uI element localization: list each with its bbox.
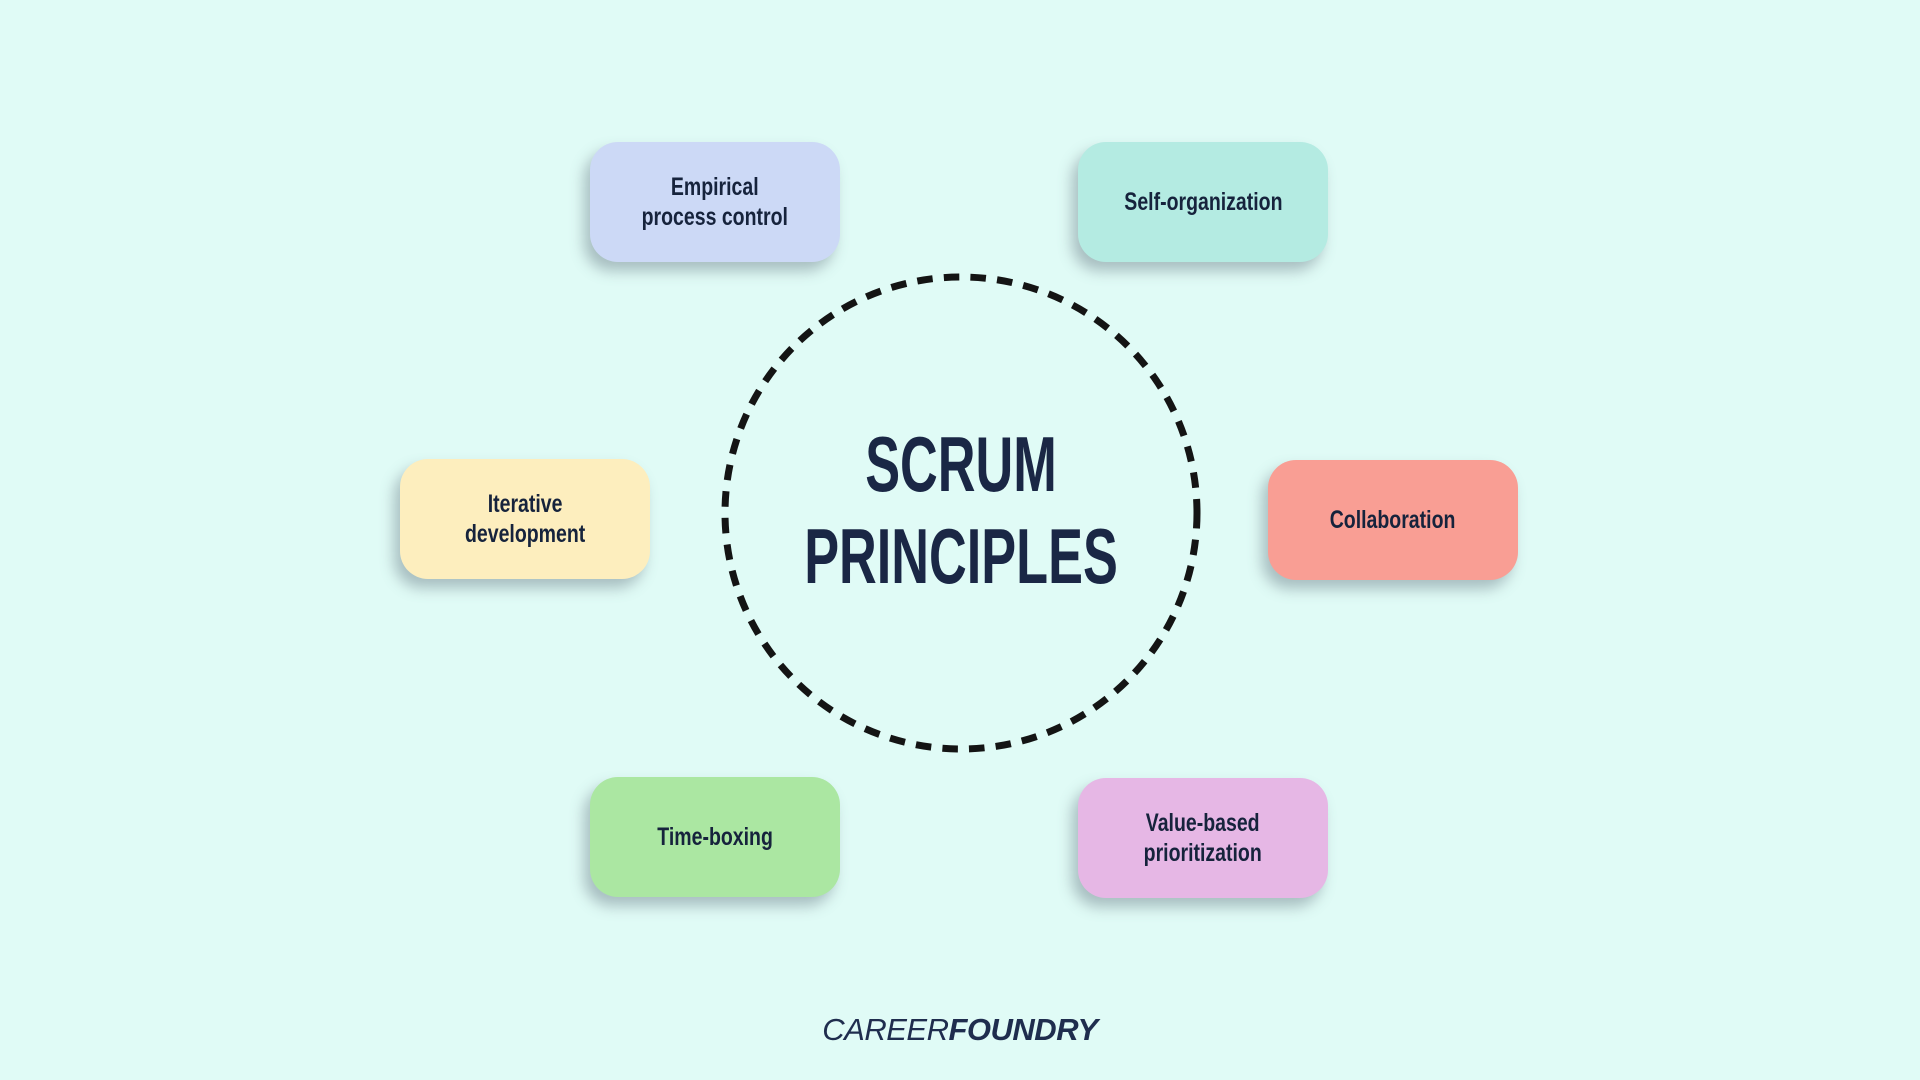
principle-label-time-boxing: Time-boxing bbox=[657, 823, 773, 851]
brand-career-wordmark: CAREER bbox=[822, 1012, 949, 1047]
principle-label-collaboration: Collaboration bbox=[1330, 506, 1456, 534]
dashed-circle-stroke bbox=[721, 273, 1201, 753]
principle-card-value-based-prioritization: Value-based prioritization bbox=[1078, 778, 1328, 898]
dashed-circle bbox=[721, 273, 1201, 753]
brand-foundry-wordmark: FOUNDRY bbox=[948, 1012, 1098, 1047]
principle-card-self-organization: Self-organization bbox=[1078, 142, 1328, 262]
diagram-title: SCRUM PRINCIPLES bbox=[804, 420, 1118, 600]
principle-card-iterative-development: Iterative development bbox=[400, 459, 650, 579]
principle-label-iterative-development: Iterative development bbox=[464, 490, 586, 548]
principle-card-empirical-process-control: Empirical process control bbox=[590, 142, 840, 262]
principle-label-self-organization: Self-organization bbox=[1123, 188, 1283, 216]
principle-card-collaboration: Collaboration bbox=[1268, 460, 1518, 580]
principle-label-value-based-prioritization: Value-based prioritization bbox=[1143, 809, 1263, 867]
principle-label-empirical-process-control: Empirical process control bbox=[641, 173, 789, 231]
principle-card-time-boxing: Time-boxing bbox=[590, 777, 840, 897]
